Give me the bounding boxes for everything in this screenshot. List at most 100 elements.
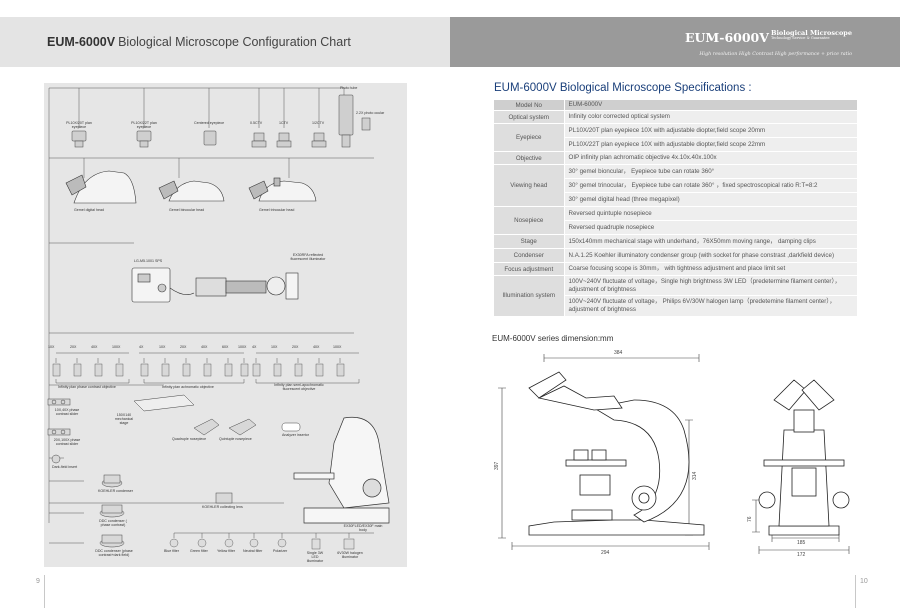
obj-mag-2: 20X (70, 345, 77, 349)
label-digital-head: Gemel digital head (74, 208, 104, 212)
spec-key: Illumination system (494, 275, 564, 316)
right-banner: EUM-6000V Biological Microscope Technolo… (450, 17, 900, 67)
label-obj-group-2: Infinity plan achromatic objective (162, 385, 214, 389)
left-page-number: 9 (36, 578, 40, 585)
obj-mag-3: 40X (91, 345, 98, 349)
label-collecting-lens: KOEHLER collecting lens (202, 505, 243, 509)
spec-row-illumination: Illumination system 100V~240V fluctuate … (494, 275, 857, 316)
label-fluor-illuminator: EX30RFA reflected fluorescent illuminato… (290, 253, 326, 262)
spec-value: 150x140mm mechanical stage with underhan… (563, 234, 857, 249)
label-psu: LG-M5.1001 SPS (134, 259, 163, 263)
spec-value: N.A.1.25 Koehler illuminatory condenser … (563, 248, 857, 263)
right-banner-brand: EUM-6000V Biological Microscope Technolo… (685, 30, 852, 45)
spec-value: Reversed quadruple nosepiece (563, 220, 857, 235)
label-ddc-condenser-2: DDC condenser (phase contrast+dark field… (95, 549, 133, 558)
label-polarizer: Polarizer (273, 549, 288, 553)
spec-value: OIP infinity plan achromatic objective 4… (563, 151, 857, 165)
left-banner-text: Biological Microscope Configuration Char… (118, 35, 351, 49)
spec-value: PL10X/20T plan eyepiece 10X with adjusta… (563, 123, 857, 138)
label-ctv-05b: 1/2CTV (312, 121, 325, 125)
label-led-illuminator: Single 3W LED illuminator (306, 551, 324, 564)
left-banner-model: EUM-6000V (47, 35, 116, 49)
spec-key: Model No (494, 99, 564, 111)
right-banner-model: EUM-6000V (685, 30, 769, 45)
spec-key: Objective (494, 151, 564, 165)
spec-row-viewing-head-2: 30° gemel trinocular， Eyepiece tube can … (494, 178, 857, 193)
spec-value: Reversed quintuple nosepiece (563, 206, 857, 221)
obj-mag-14: 40X (313, 345, 320, 349)
label-ddc-condenser: DDC condenser ( phase contrast) (99, 519, 127, 528)
specs-table: Model No EUM-6000V Optical system Infini… (494, 99, 857, 316)
spec-row-objective: Objective OIP infinity plan achromatic o… (494, 151, 857, 165)
spec-key: Eyepiece (494, 123, 564, 152)
configuration-chart: Photo tube 2.2X photo ocular PL10X/20T p… (44, 83, 407, 567)
spec-row-illumination-2: 100V~240V fluctuate of voltage， Philips … (494, 295, 857, 316)
spec-key: Nosepiece (494, 206, 564, 235)
label-photo-tube: Photo tube (340, 86, 358, 90)
right-page-number: 10 (860, 578, 868, 585)
spec-value: Coarse focusing scope is 30mm， with tigh… (563, 262, 857, 276)
spec-value: EUM-6000V (563, 99, 857, 111)
spec-key: Viewing head (494, 164, 564, 207)
label-filter-blue: Blue filter (164, 549, 179, 553)
label-eyepiece-22t: PL10X/22T plan eyepiece (131, 121, 157, 130)
spec-value: 30° gemel digital head (three megapixel) (563, 192, 857, 207)
spec-row-eyepiece: Eyepiece PL10X/20T plan eyepiece 10X wit… (494, 123, 857, 152)
spec-key: Condenser (494, 248, 564, 263)
dim-top-width: 384 (614, 350, 623, 356)
right-banner-subtitle-2: Technology Service & Guarantee (770, 35, 830, 40)
label-quintuple-nosepiece: Quintuple nosepiece (219, 437, 252, 441)
spec-row-model: Model No EUM-6000V (494, 99, 857, 111)
spec-row-viewing-head: Viewing head 30° gemel bioncular， Eyepie… (494, 164, 857, 207)
label-phase-slider-1: 10X,40X phase contrast slider (54, 408, 80, 417)
dim-height-left: 397 (494, 461, 500, 470)
spec-key: Optical system (494, 110, 564, 124)
obj-mag-5: 4X (139, 345, 144, 349)
spec-value: 30° gemel bioncular， Eyepiece tube can r… (563, 164, 857, 179)
label-photo-ocular: 2.2X photo ocular (356, 111, 385, 115)
spec-value: 100V~240V fluctuate of voltage， Philips … (563, 295, 857, 316)
spec-key: Stage (494, 234, 564, 249)
dim-side-inner: 185 (797, 540, 806, 546)
spec-value: Infinity color corrected optical system (563, 110, 857, 124)
obj-mag-1: 10X (48, 345, 55, 349)
label-filter-yellow: Yellow filter (217, 549, 236, 553)
left-page-edge (44, 575, 45, 608)
label-filter-green: Green filter (190, 549, 208, 553)
obj-mag-11: 4X (252, 345, 257, 349)
obj-mag-7: 20X (180, 345, 187, 349)
specs-title: EUM-6000V Biological Microscope Specific… (494, 82, 752, 94)
spec-value: 30° gemel trinocular， Eyepiece tube can … (563, 178, 857, 193)
right-page-edge (855, 575, 856, 608)
obj-mag-6: 10X (159, 345, 166, 349)
dimension-svg (498, 354, 850, 554)
label-koehler-condenser: KOEHLER condenser (98, 489, 133, 493)
dim-side-height: 76 (747, 516, 753, 522)
obj-mag-9: 60X (222, 345, 229, 349)
right-banner-tagline: High resolution High Contrast High perfo… (699, 52, 852, 57)
dim-height-inner: 314 (692, 471, 698, 480)
configuration-diagram (47, 87, 390, 550)
dimension-title: EUM-6000V series dimension:mm (492, 334, 614, 343)
label-centered-eyepiece: Centered eyepiece (194, 121, 225, 125)
spec-row-condenser: Condenser N.A.1.25 Koehler illuminatory … (494, 248, 857, 263)
spec-key: Focus adjustment (494, 262, 564, 276)
obj-mag-13: 20X (292, 345, 299, 349)
label-obj-group-3: Infinity plan semi-apochromatic fluoresc… (274, 383, 324, 392)
obj-mag-8: 40X (201, 345, 208, 349)
obj-mag-15: 100X (333, 345, 342, 349)
label-binocular-head: Gemel binocular head (169, 208, 205, 212)
label-phase-slider-2: 20X,100X phase contrast slider (53, 438, 81, 447)
right-banner-subtitle-1: Biological Microscope (770, 29, 852, 37)
spec-row-optical: Optical system Infinity color corrected … (494, 110, 857, 124)
spec-value: PL10X/22T plan eyepiece 10X with adjusta… (563, 137, 857, 152)
dim-side-base: 172 (797, 552, 806, 558)
spec-row-nosepiece-2: Reversed quadruple nosepiece (494, 220, 857, 235)
label-eyepiece-20t: PL10X/20T plan eyepiece (66, 121, 92, 130)
label-dark-field: Dark-field insert (52, 465, 78, 469)
label-mech-stage: 150X140 mechanical stage (114, 413, 134, 426)
label-trinocular-head: Gemel trinocular head (259, 208, 295, 212)
spec-row-eyepiece-2: PL10X/22T plan eyepiece 10X with adjusta… (494, 137, 857, 152)
label-quadruple-nosepiece: Quadruple nosepiece (172, 437, 207, 441)
